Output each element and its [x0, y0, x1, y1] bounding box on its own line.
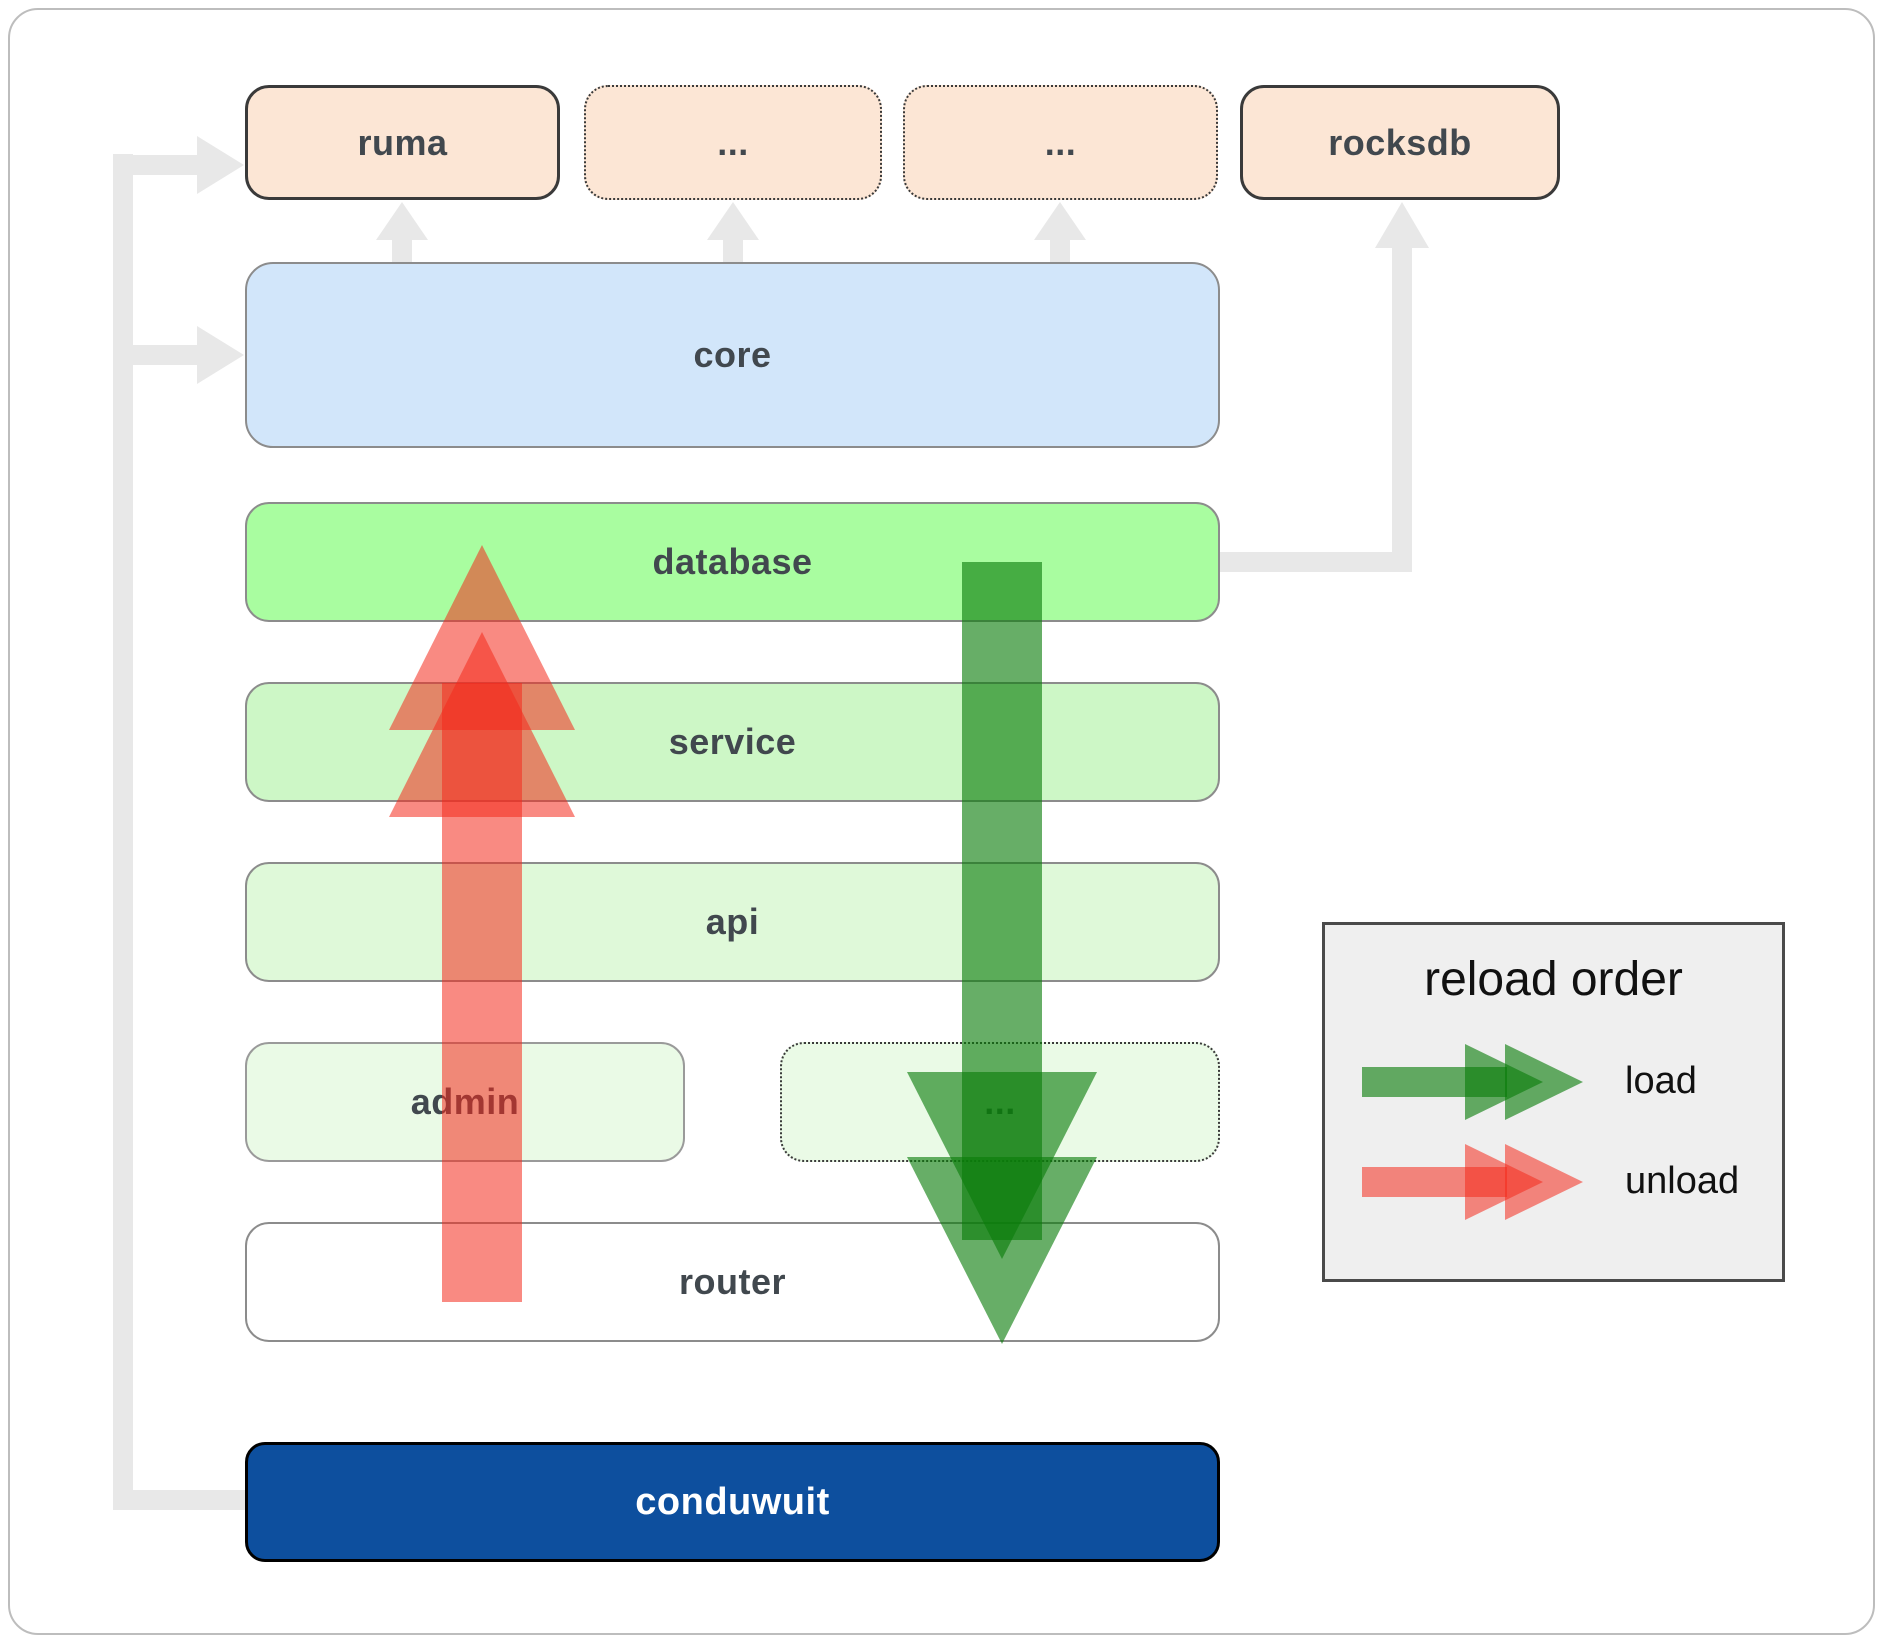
legend-title: reload order — [1424, 953, 1683, 1006]
legend-box — [1322, 922, 1785, 1282]
connector-core-to-dots1-shaft — [723, 238, 743, 264]
legend-load-label: load — [1625, 1060, 1697, 1102]
connector-to-conduwuit-shaft — [113, 1490, 246, 1510]
box-rocksdb-label: rocksdb — [1328, 121, 1472, 163]
box-database-label: database — [652, 541, 813, 582]
box-core: core — [245, 262, 1220, 448]
box-ellipsis-2: ... — [903, 85, 1218, 200]
box-ruma-label: ruma — [357, 121, 448, 163]
box-database: database — [245, 502, 1220, 622]
connector-to-core-shaft — [133, 345, 199, 365]
box-conduwuit: conduwuit — [245, 1442, 1220, 1562]
connector-left-vertical-line — [113, 154, 133, 1510]
connector-database-to-rocksdb-horizontal — [1220, 552, 1412, 572]
legend-unload-label: unload — [1625, 1160, 1740, 1202]
box-service: service — [245, 682, 1220, 802]
outer-frame — [8, 8, 1875, 1635]
box-router: router — [245, 1222, 1220, 1342]
box-conduwuit-label: conduwuit — [635, 1480, 830, 1523]
box-api: api — [245, 862, 1220, 982]
box-rocksdb: rocksdb — [1240, 85, 1560, 200]
box-core-label: core — [693, 334, 772, 375]
connector-to-ruma-shaft — [133, 155, 199, 175]
box-ellipsis-2-label: ... — [1044, 121, 1077, 163]
connector-database-to-rocksdb-vertical — [1392, 246, 1412, 572]
box-ellipsis-1-label: ... — [717, 121, 749, 163]
box-router-label: router — [678, 1261, 786, 1302]
box-api-label: api — [705, 901, 760, 942]
connector-core-to-ruma-shaft — [392, 238, 412, 264]
box-ruma: ruma — [245, 85, 560, 200]
box-service-label: service — [668, 721, 797, 762]
box-ellipsis-1: ... — [584, 85, 882, 200]
connector-core-to-dots2-shaft — [1050, 238, 1070, 264]
